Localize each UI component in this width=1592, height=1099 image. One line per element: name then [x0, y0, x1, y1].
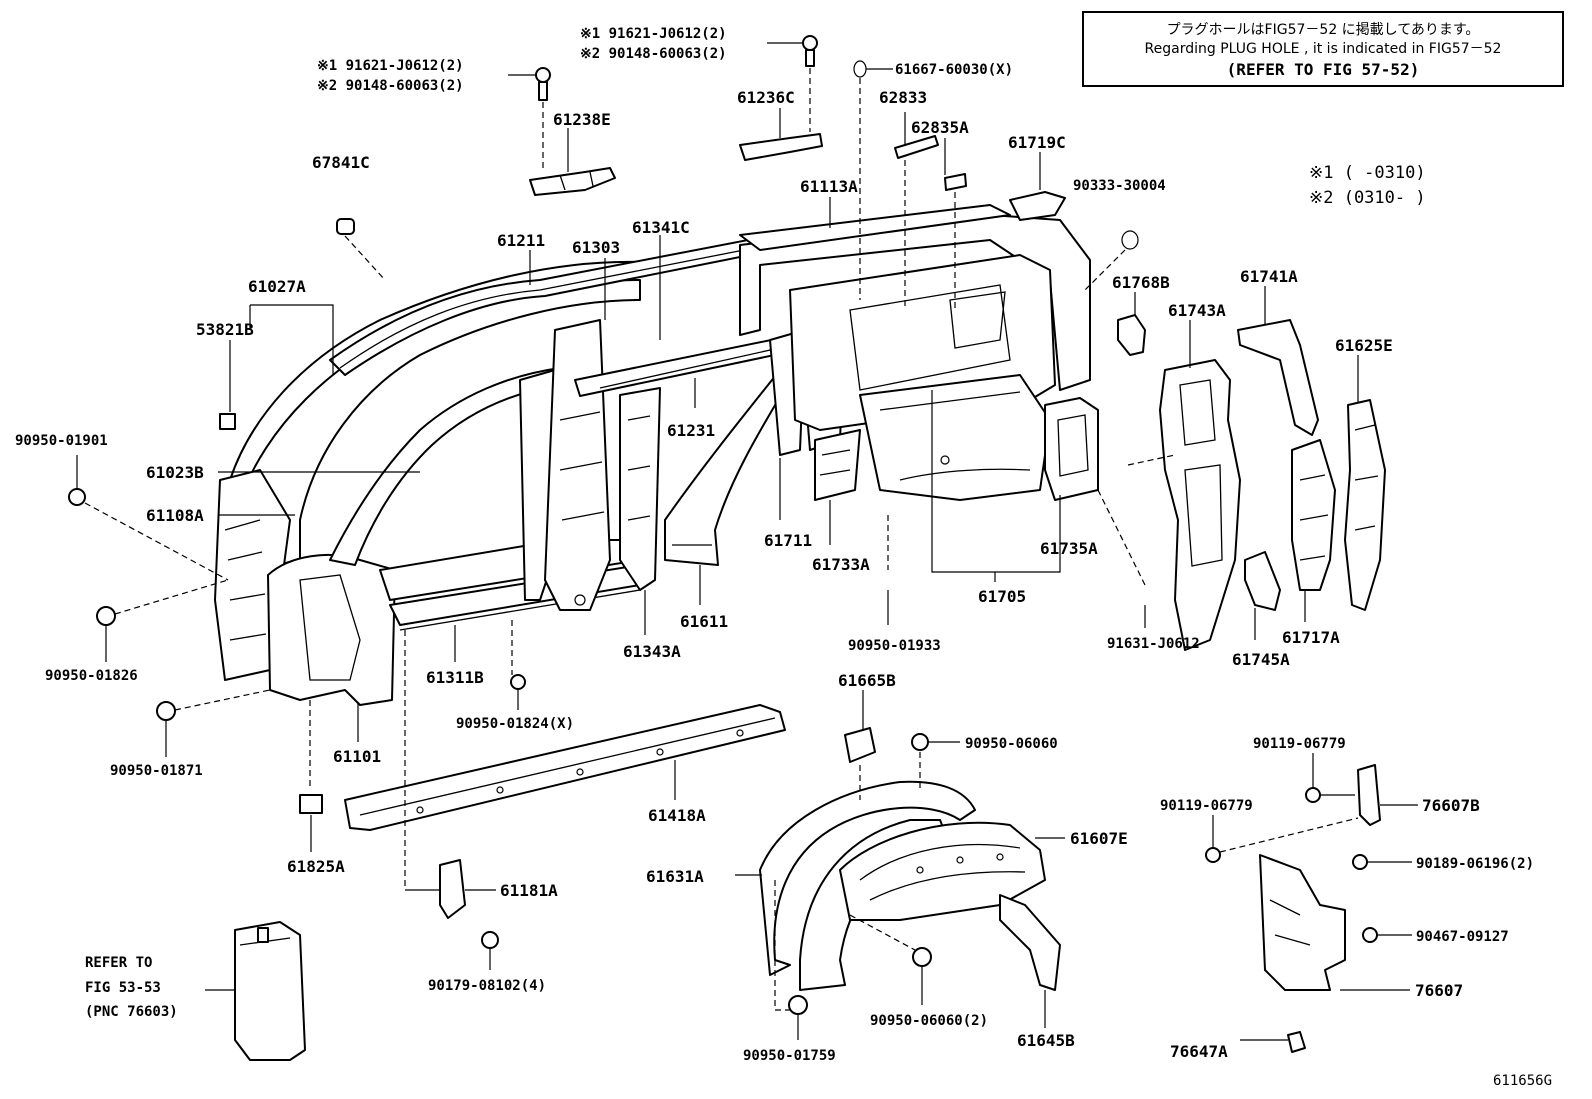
- pad-61825A-icon: [299, 794, 323, 814]
- label-61211: 61211: [497, 231, 545, 250]
- label-61768B: 61768B: [1112, 273, 1170, 292]
- label-p2a: ※1 91621-J0612(2): [580, 26, 727, 42]
- right-panels: [1009, 191, 1386, 651]
- left-fasteners: [68, 488, 323, 814]
- label-67841C: 67841C: [312, 153, 370, 172]
- refer-line-3: (PNC 76603): [85, 1004, 178, 1020]
- plug-90950-01871-icon: [156, 701, 176, 721]
- leader-lines: [76, 42, 1418, 1041]
- label-90119-a: 90119-06779: [1253, 736, 1346, 752]
- label-p1b: ※2 90148-60063(2): [317, 78, 464, 94]
- label-62833: 62833: [879, 88, 927, 107]
- label-90950-01871: 90950-01871: [110, 763, 203, 779]
- label-61825A: 61825A: [287, 857, 345, 876]
- bracket-61181A: [439, 859, 466, 919]
- label-61711: 61711: [764, 531, 812, 550]
- label-90950-06060-2: 90950-06060(2): [870, 1013, 988, 1029]
- label-61733A: 61733A: [812, 555, 870, 574]
- note-box: プラグホールはFIG57－52 に掲載してあります。 Regarding PLU…: [1082, 11, 1564, 87]
- note-line-1: プラグホールはFIG57－52 に掲載してあります。: [1167, 22, 1480, 38]
- label-90189: 90189-06196(2): [1416, 856, 1534, 872]
- plug-90950-01759-icon: [788, 995, 808, 1015]
- label-61238E: 61238E: [553, 110, 611, 129]
- label-62835A: 62835A: [911, 118, 969, 137]
- screw-90119-a-icon: [1305, 787, 1321, 803]
- label-90333: 90333-30004: [1073, 178, 1166, 194]
- label-61631A: 61631A: [646, 867, 704, 886]
- wheel-housings: [759, 727, 1061, 1015]
- label-61735A: 61735A: [1040, 539, 1098, 558]
- label-90950-01759: 90950-01759: [743, 1048, 836, 1064]
- label-90950-01901: 90950-01901: [15, 433, 108, 449]
- nut-90179-icon: [481, 931, 499, 949]
- clip-76647A-icon: [1287, 1031, 1306, 1053]
- screw-90119-b-icon: [1205, 847, 1221, 863]
- note-line-2: Regarding PLUG HOLE , it is indicated in…: [1145, 41, 1502, 57]
- legend-line-2: ※2 (0310- ): [1309, 188, 1426, 208]
- note-line-3: (REFER TO FIG 57-52): [1227, 60, 1420, 79]
- label-61741A: 61741A: [1240, 267, 1298, 286]
- label-90950-01826: 90950-01826: [45, 668, 138, 684]
- mudflap-refer: [234, 921, 306, 1061]
- rear-quarter-panel: [739, 204, 1091, 501]
- plug-90333-icon: [1121, 230, 1139, 250]
- label-90119-b: 90119-06779: [1160, 798, 1253, 814]
- label-61705: 61705: [978, 587, 1026, 606]
- body-side-outer-panel: [214, 229, 861, 706]
- label-53821B: 53821B: [196, 320, 254, 339]
- bolt-right-icon: [802, 35, 818, 67]
- label-61625E: 61625E: [1335, 336, 1393, 355]
- label-61341C: 61341C: [632, 218, 690, 237]
- label-76607: 76607: [1415, 981, 1463, 1000]
- label-61303: 61303: [572, 238, 620, 257]
- label-61719C: 61719C: [1008, 133, 1066, 152]
- label-61611: 61611: [680, 612, 728, 631]
- label-p1a: ※1 91621-J0612(2): [317, 58, 464, 74]
- rocker-61418A: [344, 674, 786, 831]
- label-61108A: 61108A: [146, 506, 204, 525]
- refer-line-2: FIG 53-53: [85, 980, 161, 996]
- refer-line-1: REFER TO: [85, 955, 152, 971]
- label-61418A: 61418A: [648, 806, 706, 825]
- label-90467: 90467-09127: [1416, 929, 1509, 945]
- plug-90950-06060-icon: [911, 733, 929, 751]
- label-61343A: 61343A: [623, 642, 681, 661]
- label-61023B: 61023B: [146, 463, 204, 482]
- legend-line-1: ※1 ( -0310): [1309, 163, 1426, 183]
- figure-id: 611656G: [1493, 1073, 1552, 1089]
- label-p2b: ※2 90148-60063(2): [580, 46, 727, 62]
- label-61181A: 61181A: [500, 881, 558, 900]
- label-90950-01933: 90950-01933: [848, 638, 941, 654]
- label-61101: 61101: [333, 747, 381, 766]
- label-61667: 61667-60030(X): [895, 62, 1013, 78]
- label-61645B: 61645B: [1017, 1031, 1075, 1050]
- label-61236C: 61236C: [737, 88, 795, 107]
- label-61607E: 61607E: [1070, 829, 1128, 848]
- label-61665B: 61665B: [838, 671, 896, 690]
- label-90179: 90179-08102(4): [428, 978, 546, 994]
- label-90950-01824: 90950-01824(X): [456, 716, 574, 732]
- bolt-left-icon: [535, 67, 551, 101]
- top-small-parts: [219, 35, 967, 430]
- label-90950-06060: 90950-06060: [965, 736, 1058, 752]
- label-61231: 61231: [667, 421, 715, 440]
- part-labels: ※1 91621-J0612(2) ※2 90148-60063(2) ※1 9…: [15, 26, 1552, 1089]
- label-61745A: 61745A: [1232, 650, 1290, 669]
- label-61113A: 61113A: [800, 177, 858, 196]
- label-61311B: 61311B: [426, 668, 484, 687]
- label-61743A: 61743A: [1168, 301, 1226, 320]
- label-91631: 91631-J0612: [1107, 636, 1200, 652]
- plug-90950-01826-icon: [96, 606, 116, 626]
- label-76647A: 76647A: [1170, 1042, 1228, 1061]
- label-61027A: 61027A: [248, 277, 306, 296]
- label-61717A: 61717A: [1282, 628, 1340, 647]
- nut-90189-icon: [1352, 854, 1368, 870]
- clip-90467-icon: [1362, 927, 1378, 943]
- plug-90950-06060-2-icon: [912, 947, 932, 967]
- plug-90950-01901-icon: [68, 488, 86, 506]
- label-76607B: 76607B: [1422, 796, 1480, 815]
- plug-90950-01824-icon: [510, 674, 526, 690]
